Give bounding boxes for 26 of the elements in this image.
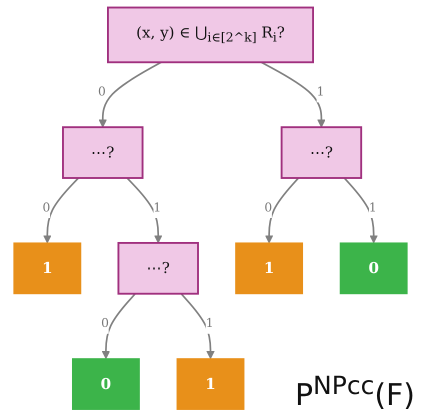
arrow	[98, 62, 162, 128]
node-box: 1	[13, 242, 82, 294]
arrow	[264, 177, 300, 244]
node-box: ⋯?	[62, 126, 144, 179]
node-box: 0	[72, 358, 140, 410]
edge-label: 1	[206, 316, 214, 331]
arrow	[102, 293, 136, 360]
node-box: 1	[176, 358, 244, 410]
edge-label: 1	[316, 85, 324, 100]
node-box: (x, y) ∈ ⋃$_{i∈[2^k]}$ R$_{i}$?	[107, 6, 314, 64]
edge-label: 1	[368, 201, 377, 216]
edge-label: 0	[42, 201, 50, 216]
edge-label: 0	[101, 316, 109, 331]
arrow	[43, 177, 80, 244]
arrow	[344, 177, 378, 244]
node-box: ⋯?	[117, 242, 199, 295]
node-box: ⋯?	[280, 126, 362, 179]
arrow	[180, 293, 215, 360]
edge-label: 1	[153, 201, 162, 216]
edge-label: 0	[264, 201, 272, 216]
node-box: 1	[235, 242, 304, 294]
arrow	[260, 62, 326, 128]
formula-label: P$^{NPcc}$(F)	[294, 378, 415, 413]
edge-label: 0	[98, 85, 106, 100]
node-box: 0	[340, 242, 408, 294]
arrow	[126, 177, 162, 244]
